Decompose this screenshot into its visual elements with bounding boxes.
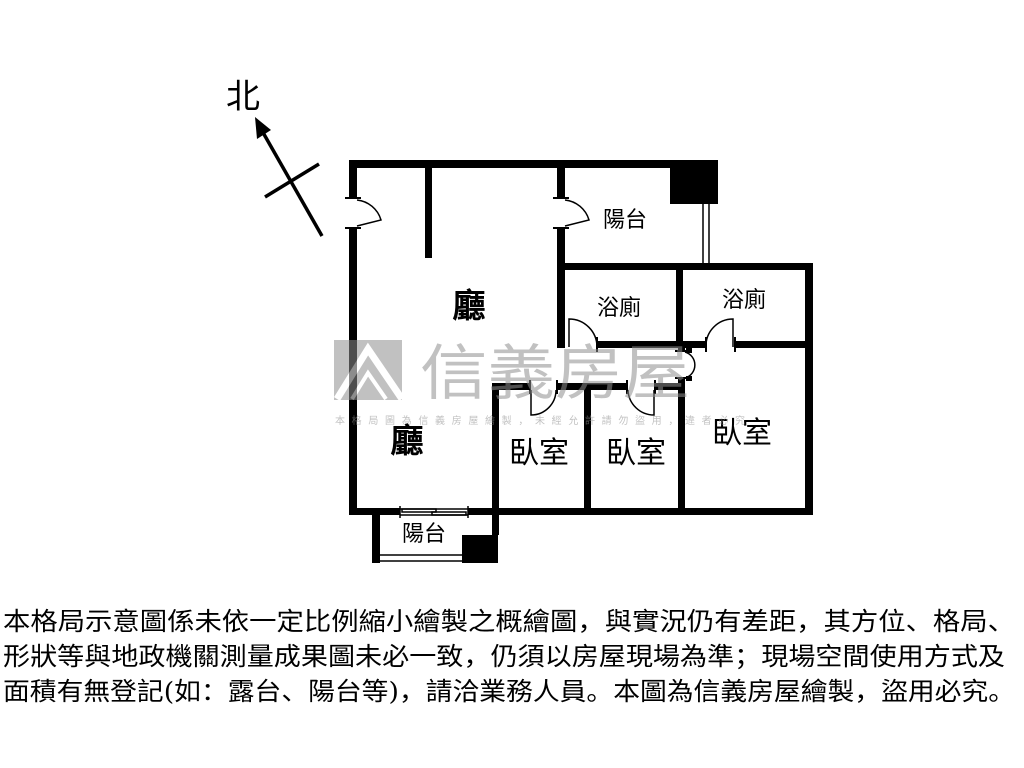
door-bathroom-left — [568, 318, 598, 352]
bedroom-north-wall-c — [655, 383, 685, 390]
room-label-living-upper: 廳 — [453, 286, 486, 325]
room-label-balcony-top: 陽台 — [603, 208, 647, 233]
room-label-living-lower: 廳 — [391, 421, 424, 460]
watermark-notice: 本格局圖為信義房屋繪製，未經允許請勿盜用，違者必究 — [335, 414, 745, 427]
bedroom-right-north-wall-b — [735, 341, 813, 348]
living-partition-stub — [425, 160, 432, 258]
balcony-wall-upper — [557, 160, 565, 198]
outer-wall-right — [805, 263, 813, 515]
bedroom-north-wall-a — [492, 383, 530, 390]
watermark: 信義房屋 本格局圖為信義房屋繪製，未經允許請勿盜用，違者必究 — [334, 339, 745, 427]
north-arrow-icon — [255, 117, 324, 237]
balcony-corner-column — [670, 160, 718, 204]
balcony-bottom-column — [462, 535, 498, 563]
room-label-bedroom-left: 臥室 — [509, 436, 569, 471]
room-label-bathroom-left: 浴廁 — [597, 296, 641, 321]
sliding-door-panel-a — [401, 508, 437, 513]
bedroom-divider-wall — [584, 383, 591, 515]
bedroom-right-north-wall-a — [676, 341, 706, 348]
bathroom-top-wall — [557, 263, 813, 270]
door-bedroom-left — [529, 380, 558, 416]
north-arrow-head — [255, 117, 271, 139]
disclaimer-line-2: 形狀等與地政機關測量成果圖未必一致，仍須以房屋現場為準；現場空間使用方式及 — [3, 642, 1005, 671]
door-balcony-top — [553, 197, 590, 229]
door-bedroom-middle — [626, 380, 656, 416]
door-bedroom-right — [675, 348, 696, 381]
room-label-balcony-bottom: 陽台 — [402, 522, 446, 547]
bedroom-right-west-wall-stub — [678, 341, 685, 351]
bedroom-north-wall-b — [557, 383, 627, 390]
disclaimer-line-1: 本格局示意圖係未依一定比例縮小繪製之概繪圖，與實況仍有差距，其方位、格局、 — [3, 607, 1015, 636]
door-entrance — [345, 197, 382, 229]
doors — [345, 197, 736, 416]
room-label-bathroom-right: 浴廁 — [722, 288, 766, 313]
outer-wall-left-upper — [349, 160, 357, 198]
north-arrow-crossbar — [264, 162, 320, 199]
bathroom-left-west-wall — [557, 228, 565, 348]
bathroom-divider-wall — [676, 263, 683, 348]
bedroom-right-west-wall — [678, 378, 685, 515]
room-label-bedroom-right: 臥室 — [712, 416, 772, 451]
sliding-door — [399, 506, 469, 518]
door-bathroom-right — [705, 318, 736, 352]
sliding-door-panel-b — [431, 511, 467, 516]
railings — [380, 204, 710, 562]
disclaimer: 本格局示意圖係未依一定比例縮小繪製之概繪圖，與實況仍有差距，其方位、格局、 形狀… — [3, 607, 1015, 706]
bathroom-left-south-wall — [597, 341, 683, 348]
outer-wall-bottom-b — [468, 508, 813, 515]
bedroom-left-west-wall — [492, 383, 499, 535]
watermark-brand: 信義房屋 — [420, 339, 690, 409]
walls — [349, 160, 813, 563]
outer-wall-top — [349, 160, 671, 168]
balcony-bottom-west-wall — [372, 508, 380, 563]
disclaimer-line-3: 面積有無登記(如：露台、陽台等)，請洽業務人員。本圖為信義房屋繪製，盜用必究。 — [3, 677, 1015, 706]
sinyi-logo-icon — [334, 340, 405, 401]
room-label-bedroom-middle: 臥室 — [606, 436, 666, 471]
north-label: 北 — [226, 77, 260, 117]
